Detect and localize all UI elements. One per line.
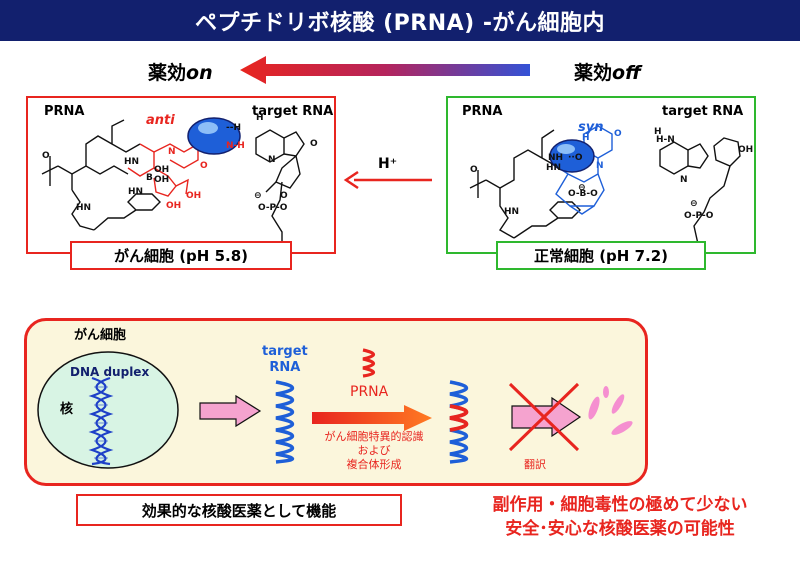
normal-cell-ph-caption: 正常細胞 (pH 7.2) [496, 241, 706, 270]
svg-text:HN: HN [76, 203, 91, 213]
svg-text:O: O [280, 191, 288, 201]
svg-text:⊖: ⊖ [578, 183, 586, 193]
svg-text:N: N [596, 161, 604, 171]
svg-text:O: O [200, 161, 208, 171]
anti-label: anti [146, 113, 175, 128]
svg-text:O: O [614, 129, 622, 139]
protein-fragment-icon [588, 386, 633, 435]
recognition-arrow-icon [312, 405, 432, 431]
cancer-cell-label: がん細胞 [74, 328, 127, 343]
svg-text:OH: OH [186, 191, 201, 201]
cancer-cell-ph-caption: がん細胞 (pH 5.8) [70, 241, 292, 270]
right-prna-label: PRNA [462, 104, 503, 119]
left-target-rna-label: target RNA [252, 104, 334, 119]
svg-text:HN: HN [124, 157, 139, 167]
conclusion-text: 副作用・細胞毒性の極めて少ない 安全･安心な核酸医薬の可能性 [492, 495, 748, 539]
svg-text:N: N [680, 175, 688, 185]
svg-text:O: O [470, 165, 478, 175]
syn-structure-diagram: H NH ··O O N O-B-O ⊖ H-N H N OH ⊖ O-P-O … [469, 125, 753, 245]
svg-text:H-N: H-N [656, 135, 675, 145]
svg-text:O-P-O: O-P-O [258, 203, 288, 213]
proton-label: H⁺ [378, 156, 398, 172]
svg-text:N: N [268, 155, 276, 165]
svg-text:⊖: ⊖ [690, 199, 698, 209]
left-gradient-arrow-icon [240, 56, 530, 84]
proton-arrow-icon [343, 170, 432, 190]
svg-text:B: B [146, 173, 153, 183]
blocked-translation-icon [508, 382, 582, 452]
svg-text:··O: ··O [568, 153, 583, 163]
page-title: ペプチドリボ核酸 (PRNA) -がん細胞内 [0, 0, 800, 41]
svg-text:HN: HN [128, 187, 143, 197]
prna-strand-icon [362, 348, 376, 378]
svg-text:O-B-O: O-B-O [568, 189, 598, 199]
syn-label: syn [578, 120, 604, 135]
pink-arrow-icon [199, 394, 262, 428]
svg-text:H: H [582, 133, 590, 143]
svg-text:HN: HN [504, 207, 519, 217]
target-rna-label: target RNA [262, 344, 308, 375]
svg-text:--H: --H [226, 123, 241, 133]
svg-text:OH: OH [738, 145, 753, 155]
svg-text:NH: NH [548, 153, 563, 163]
nucleus-label: 核 [60, 402, 74, 417]
svg-text:⊖: ⊖ [254, 191, 262, 201]
svg-text:N-H: N-H [226, 141, 245, 151]
svg-text:O: O [42, 151, 50, 161]
right-target-rna-label: target RNA [662, 104, 744, 119]
translation-label: 翻訳 [524, 458, 546, 471]
svg-text:H: H [256, 113, 264, 123]
svg-text:H: H [654, 127, 662, 137]
anti-structure-diagram: --H N-H H N O O ⊖ O-P-O HN HN O HN OH OH… [41, 113, 318, 248]
nucleus-icon [37, 351, 179, 469]
svg-text:OH: OH [154, 175, 169, 185]
drug-effect-on-label: 薬効on [148, 62, 213, 84]
left-prna-label: PRNA [44, 104, 85, 119]
svg-text:N: N [168, 147, 176, 157]
svg-text:OH: OH [154, 165, 169, 175]
complex-helix-icon [449, 380, 469, 464]
dna-duplex-label: DNA duplex [70, 365, 150, 379]
prna-label: PRNA [350, 384, 389, 400]
recognition-caption: がん細胞特異的認識 および 複合体形成 [324, 430, 424, 471]
svg-text:HN: HN [546, 163, 561, 173]
svg-text:O: O [310, 139, 318, 149]
svg-text:O-P-O: O-P-O [684, 211, 714, 221]
drug-effect-off-label: 薬効off [574, 62, 641, 84]
svg-text:OH: OH [166, 201, 181, 211]
effective-drug-caption: 効果的な核酸医薬として機能 [76, 494, 402, 526]
target-rna-helix-icon [275, 380, 295, 464]
